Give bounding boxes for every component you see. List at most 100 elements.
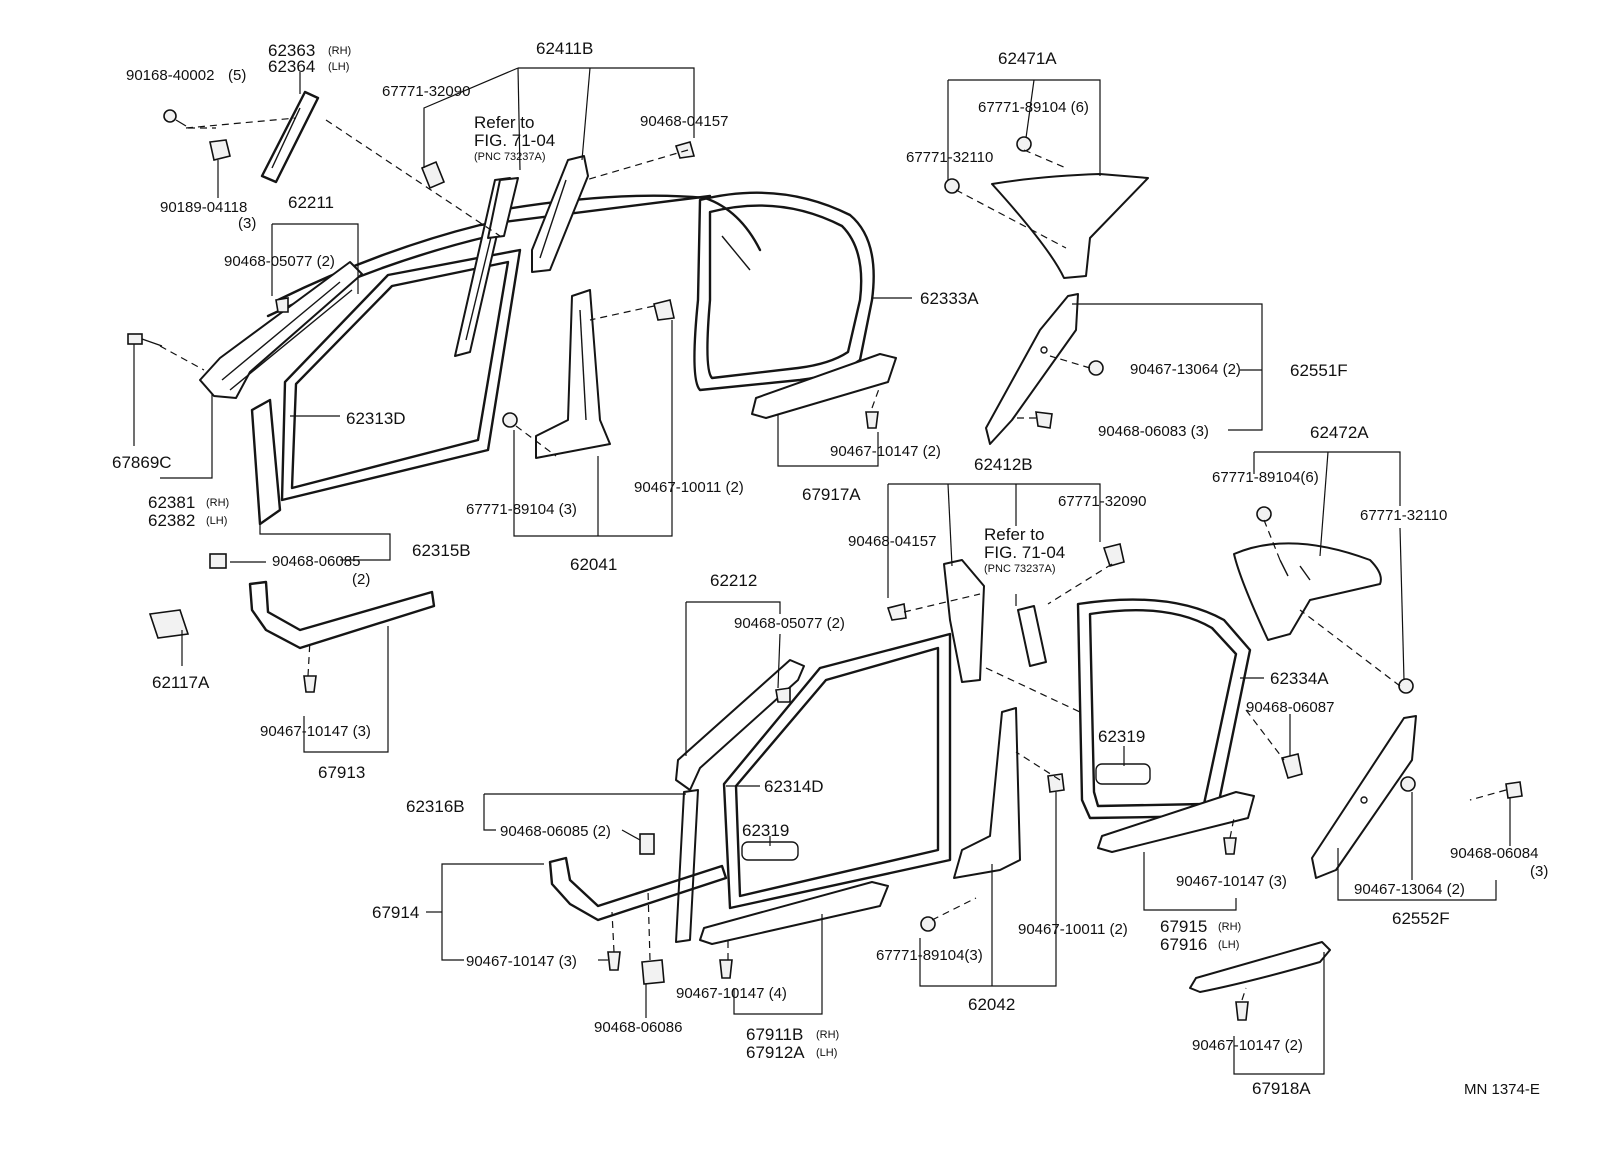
clip-90467-10147-c-icon [1223,837,1237,855]
label-62333a: 62333A [920,289,979,308]
leader-lines [133,67,1511,1075]
rear-scuff-plate-67918a [1189,941,1331,993]
refer-part-b [1017,605,1047,667]
label-62552f: 62552F [1392,909,1450,928]
label-67771-89104-6a: 67771-89104 (6) [978,99,1089,116]
label-90467-13064-b: 90467-13064 (2) [1354,881,1465,898]
label-62314d: 62314D [764,777,824,796]
label-67869c: 67869C [112,453,172,472]
label-90468-05077-b: 90468-05077 (2) [734,615,845,632]
label-62364-side: (LH) [328,61,349,73]
front-scuff-plate-67911b [699,881,889,945]
label-90189-04118: 90189-04118 [160,199,247,216]
clip-90468-05077-a-icon [275,297,289,313]
label-90468-06085-a: 90468-06085 [272,553,360,570]
label-62412b: 62412B [974,455,1033,474]
clip-67771-89104-d-icon [920,916,936,932]
label-67917a: 67917A [802,485,861,504]
clip-90468-06085-b-icon [639,833,655,855]
label-62313d: 62313D [346,409,406,428]
clip-90467-10147-e-icon [719,959,733,979]
label-62363-side: (RH) [328,45,351,57]
label-62381-side: (RH) [206,497,229,509]
label-62316b: 62316B [406,797,465,816]
label-90467-10147-4: 90467-10147 (4) [676,985,787,1002]
pillar-strip-62316b [675,789,699,943]
label-refer-a-3: (PNC 73237A) [474,151,546,163]
label-67912a-side: (LH) [816,1047,837,1059]
label-90467-10011-b: 90467-10011 (2) [1018,921,1128,938]
label-90468-06083: 90468-06083 (3) [1098,423,1209,440]
rear-scuff-plate-67915 [1097,791,1255,853]
label-62382-side: (LH) [206,515,227,527]
label-62472a: 62472A [1310,423,1369,442]
front-scuff-plate-67914 [548,856,728,922]
label-67915: 67915 [1160,917,1207,936]
label-90467-10147-3a: 90467-10147 (3) [260,723,371,740]
front-pillar-garnish-62381 [199,261,363,399]
clip-67771-32110-a-icon [944,178,960,194]
label-62382: 62382 [148,511,195,530]
label-67771-89104-3a: 67771-89104 (3) [466,501,577,518]
label-90468-06087: 90468-06087 [1246,699,1334,716]
label-67916: 67916 [1160,935,1207,954]
label-90468-06085-b: 90468-06085 (2) [500,823,611,840]
label-90468-05077-a: 90468-05077 (2) [224,253,335,270]
label-62363: 62363 [268,41,315,60]
assembly-lines [159,117,1507,1001]
front-door-opening-weatherstrip-lh [722,632,952,910]
clip-90468-06086-icon [641,959,665,985]
clip-90468-04157-a-icon [674,141,696,159]
clip-90468-06085-a-icon [209,553,227,569]
label-62411b: 62411B [536,39,593,58]
part-labels: 62363 (RH) 62364 (LH) 90168-40002 (5) 90… [112,39,1548,1098]
clip-90467-10147-f-icon [1235,1001,1249,1021]
clip-90467-10011-a-icon [653,299,675,321]
label-67916-side: (LH) [1218,939,1239,951]
bracket-62117a-icon [148,609,190,639]
roof-side-inner-trim-rh [991,173,1149,279]
rear-pillar-garnish-rh [985,293,1079,445]
label-90468-04157-b: 90468-04157 [848,533,936,550]
label-90467-10147-2a: 90467-10147 (2) [830,443,941,460]
diagram-reference-code: MN 1374-E [1464,1081,1540,1098]
label-refer-b-3: (PNC 73237A) [984,563,1056,575]
label-67771-32110-b: 67771-32110 [1360,507,1447,524]
front-pillar-strip [260,90,320,184]
clip-90467-10011-b-icon [1047,773,1065,793]
label-67914: 67914 [372,903,419,922]
center-pillar-lower-garnish [535,289,611,459]
clip-90468-06084-icon [1505,781,1523,799]
label-refer-a-2: FIG. 71-04 [474,131,555,150]
rear-pillar-garnish-lh [1311,715,1417,879]
clip-90468-06083-icon [1035,411,1053,429]
label-refer-a-1: Refer to [474,113,534,132]
label-90168-40002: 90168-40002 [126,67,214,84]
center-pillar-upper-garnish [531,155,589,273]
rear-door-opening-weatherstrip [693,191,875,392]
label-62315b: 62315B [412,541,471,560]
label-62334a: 62334A [1270,669,1329,688]
label-refer-b-1: Refer to [984,525,1044,544]
label-67913: 67913 [318,763,365,782]
label-62471a: 62471A [998,49,1057,68]
label-67915-side: (RH) [1218,921,1241,933]
label-90468-06086: 90468-06086 [594,1019,682,1036]
label-90468-06085-a-qty: (2) [352,571,370,588]
front-scuff-plate-62315b [248,580,436,650]
label-67771-32110-a: 67771-32110 [906,149,993,166]
label-67771-89104-6b: 67771-89104(6) [1212,469,1319,486]
label-90467-10011-a: 90467-10011 (2) [634,479,744,496]
label-67771-32090-a: 67771-32090 [382,83,470,100]
screw-90467-13064-a-icon [1088,360,1104,376]
clip-90467-10147-b-icon [303,675,317,693]
clip-90468-05077-b-icon [775,687,791,703]
label-62212: 62212 [710,571,757,590]
label-67771-32090-b: 67771-32090 [1058,493,1146,510]
clip-67771-32090-b-icon [1102,543,1125,567]
screw-90168-icon [163,109,187,127]
label-62319-a: 62319 [1098,727,1145,746]
center-pillar-lower-garnish-lh [953,707,1021,879]
label-62551f: 62551F [1290,361,1348,380]
